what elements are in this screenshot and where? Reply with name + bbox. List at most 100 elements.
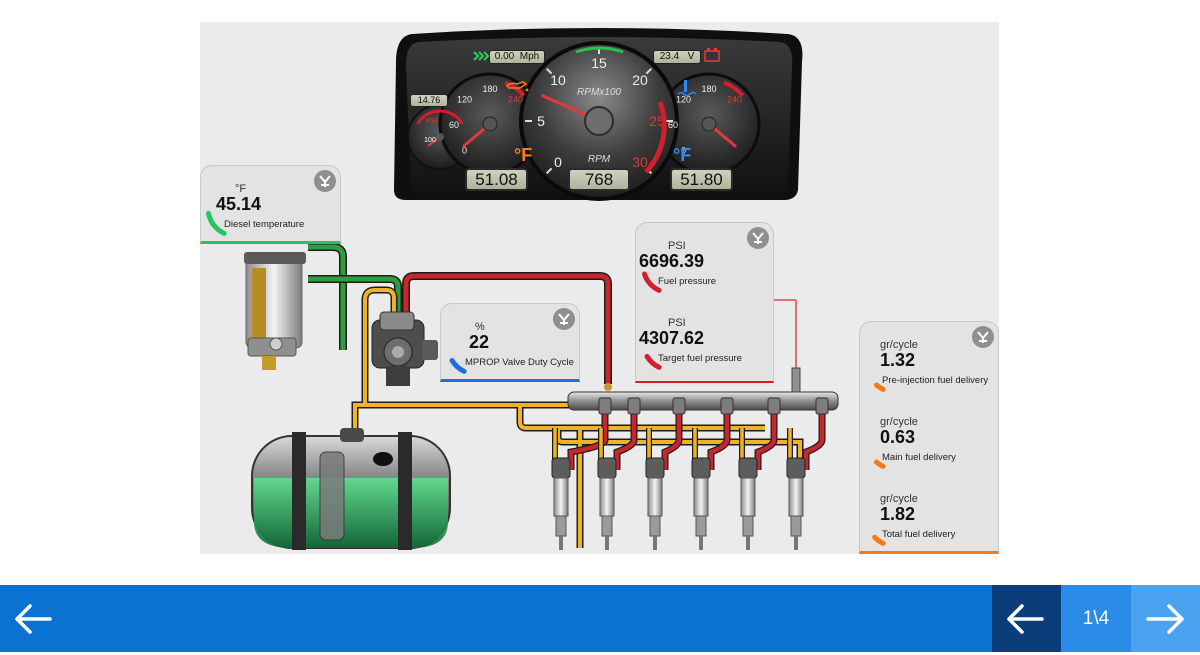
brand-logo-icon xyxy=(553,308,575,330)
fuel-pressure-value: 6696.39 xyxy=(639,251,705,271)
main-delivery-unit: gr/cycle xyxy=(880,416,918,428)
total-delivery-label: Total fuel delivery xyxy=(882,529,956,540)
rpm-tick-label: 15 xyxy=(591,55,607,71)
main-delivery-value: 0.63 xyxy=(880,427,916,447)
total-delivery-value: 1.82 xyxy=(880,504,916,524)
small-gauge-red-arc xyxy=(416,109,464,125)
next-page-button[interactable] xyxy=(1131,585,1200,652)
speed-indicator-icon xyxy=(473,51,490,61)
injector-pressure-line xyxy=(803,414,825,470)
left-temp-unit: °F xyxy=(514,145,532,165)
mprop-gauge xyxy=(449,357,467,374)
rpm-red-zone xyxy=(644,101,667,174)
injector xyxy=(738,457,758,550)
injector xyxy=(645,457,665,550)
fuel-tank xyxy=(251,428,451,550)
temp-tick-label: 0 xyxy=(681,145,686,155)
temp-tick-label: 240 xyxy=(727,95,742,105)
brand-logo-icon xyxy=(972,326,994,348)
speed-value: 0.00 xyxy=(494,51,515,62)
small-gauge-hub xyxy=(436,133,444,141)
total-delivery-gauge xyxy=(872,534,886,546)
diesel-temp-gauge xyxy=(206,210,227,236)
injector xyxy=(597,457,617,550)
temp-tick-label: 60 xyxy=(449,120,459,130)
rpm-tick-mark xyxy=(645,67,653,75)
rpm-label: RPM xyxy=(588,154,611,165)
fuel-lines xyxy=(308,243,826,548)
temp-tick-label: 120 xyxy=(676,95,691,105)
battery-icon xyxy=(704,48,720,62)
right-lcd: 51.80 xyxy=(670,168,733,191)
arrow-left-icon xyxy=(15,604,52,634)
total-delivery-unit: gr/cycle xyxy=(880,493,918,505)
back-button[interactable] xyxy=(0,585,70,652)
rpm-tick-label: 0 xyxy=(554,154,562,170)
diesel-temperature-card[interactable]: °F 45.14 Diesel temperature xyxy=(200,165,341,244)
rpm-green-zone xyxy=(575,46,624,54)
left-temp-hub xyxy=(482,116,498,132)
temp-tick-label: 60 xyxy=(668,120,678,130)
mprop-unit: % xyxy=(475,321,485,333)
previous-page-button[interactable] xyxy=(992,585,1061,652)
small-gauge-unit: PSI xyxy=(426,118,438,125)
small-gauge-tick: 100 xyxy=(424,137,436,144)
rpm-needle-hub xyxy=(584,106,614,136)
center-lcd: 768 xyxy=(568,168,630,191)
speed-unit: Mph xyxy=(519,51,540,62)
injector-pressure-line xyxy=(755,414,777,470)
diesel-temp-value: 45.14 xyxy=(216,194,262,214)
voltage-readout: 23.4 V xyxy=(653,50,701,64)
fuel-pressure-card[interactable]: PSI 6696.39 Fuel pressure PSI 4307.62 Ta… xyxy=(635,222,774,383)
rail-port xyxy=(672,397,686,415)
pre-injection-value: 1.32 xyxy=(880,350,916,370)
rpm-tick-mark xyxy=(545,67,553,75)
temp-tick-label: 180 xyxy=(701,84,716,94)
mprop-duty-card[interactable]: % 22 MPROP Valve Duty Cycle xyxy=(440,303,580,382)
rail-port xyxy=(767,397,781,415)
page-indicator: 1\4 xyxy=(1061,585,1131,652)
target-pressure-label: Target fuel pressure xyxy=(658,353,742,364)
return-line xyxy=(353,288,802,548)
rail-port xyxy=(598,397,612,415)
fuel-delivery-card[interactable]: gr/cycle 1.32 Pre-injection fuel deliver… xyxy=(859,321,999,554)
supply-line-tank-filter xyxy=(308,244,346,350)
rpm-tick-label: 10 xyxy=(550,72,566,88)
small-gauge-readout: 14.76 xyxy=(410,94,448,107)
high-pressure-pump xyxy=(371,311,438,386)
rpm-tick-label: 20 xyxy=(632,72,648,88)
rpm-tick-label: 30 xyxy=(632,154,648,170)
high-pressure-line-pump-rail xyxy=(403,273,611,384)
voltage-value: 23.4 xyxy=(659,51,680,62)
target-pressure-value: 4307.62 xyxy=(639,328,705,348)
diesel-temp-unit: °F xyxy=(235,183,247,195)
temp-tick-label: 120 xyxy=(457,95,472,105)
rpm-tick-label: 5 xyxy=(537,113,545,129)
pre-injection-gauge xyxy=(873,382,886,392)
fuel-pressure-unit: PSI xyxy=(668,240,686,252)
right-temp-unit: °F xyxy=(673,145,691,165)
temp-tick-label: 240 xyxy=(508,95,523,105)
rail-port xyxy=(627,397,641,415)
brand-logo-icon xyxy=(314,170,336,192)
fuel-filter xyxy=(244,252,306,370)
arrow-right-icon xyxy=(1146,604,1184,634)
injector xyxy=(786,457,806,550)
mprop-label: MPROP Valve Duty Cycle xyxy=(465,357,574,368)
supply-line-filter-pump xyxy=(308,276,401,317)
speed-readout: 0.00 Mph xyxy=(489,50,545,64)
injectors xyxy=(551,457,806,550)
mprop-value: 22 xyxy=(469,332,490,352)
injector-pressure-line xyxy=(662,414,682,470)
arrow-left-icon xyxy=(1007,604,1044,634)
main-delivery-label: Main fuel delivery xyxy=(882,452,956,463)
pre-injection-unit: gr/cycle xyxy=(880,339,918,351)
fuel-pressure-gauge xyxy=(641,271,662,293)
rpm-tick-mark xyxy=(545,167,553,175)
temp-tick-label: 180 xyxy=(482,84,497,94)
rpm-scale-label: RPMx100 xyxy=(577,87,621,98)
bottom-navigation-bar: 1\4 xyxy=(0,585,1200,652)
